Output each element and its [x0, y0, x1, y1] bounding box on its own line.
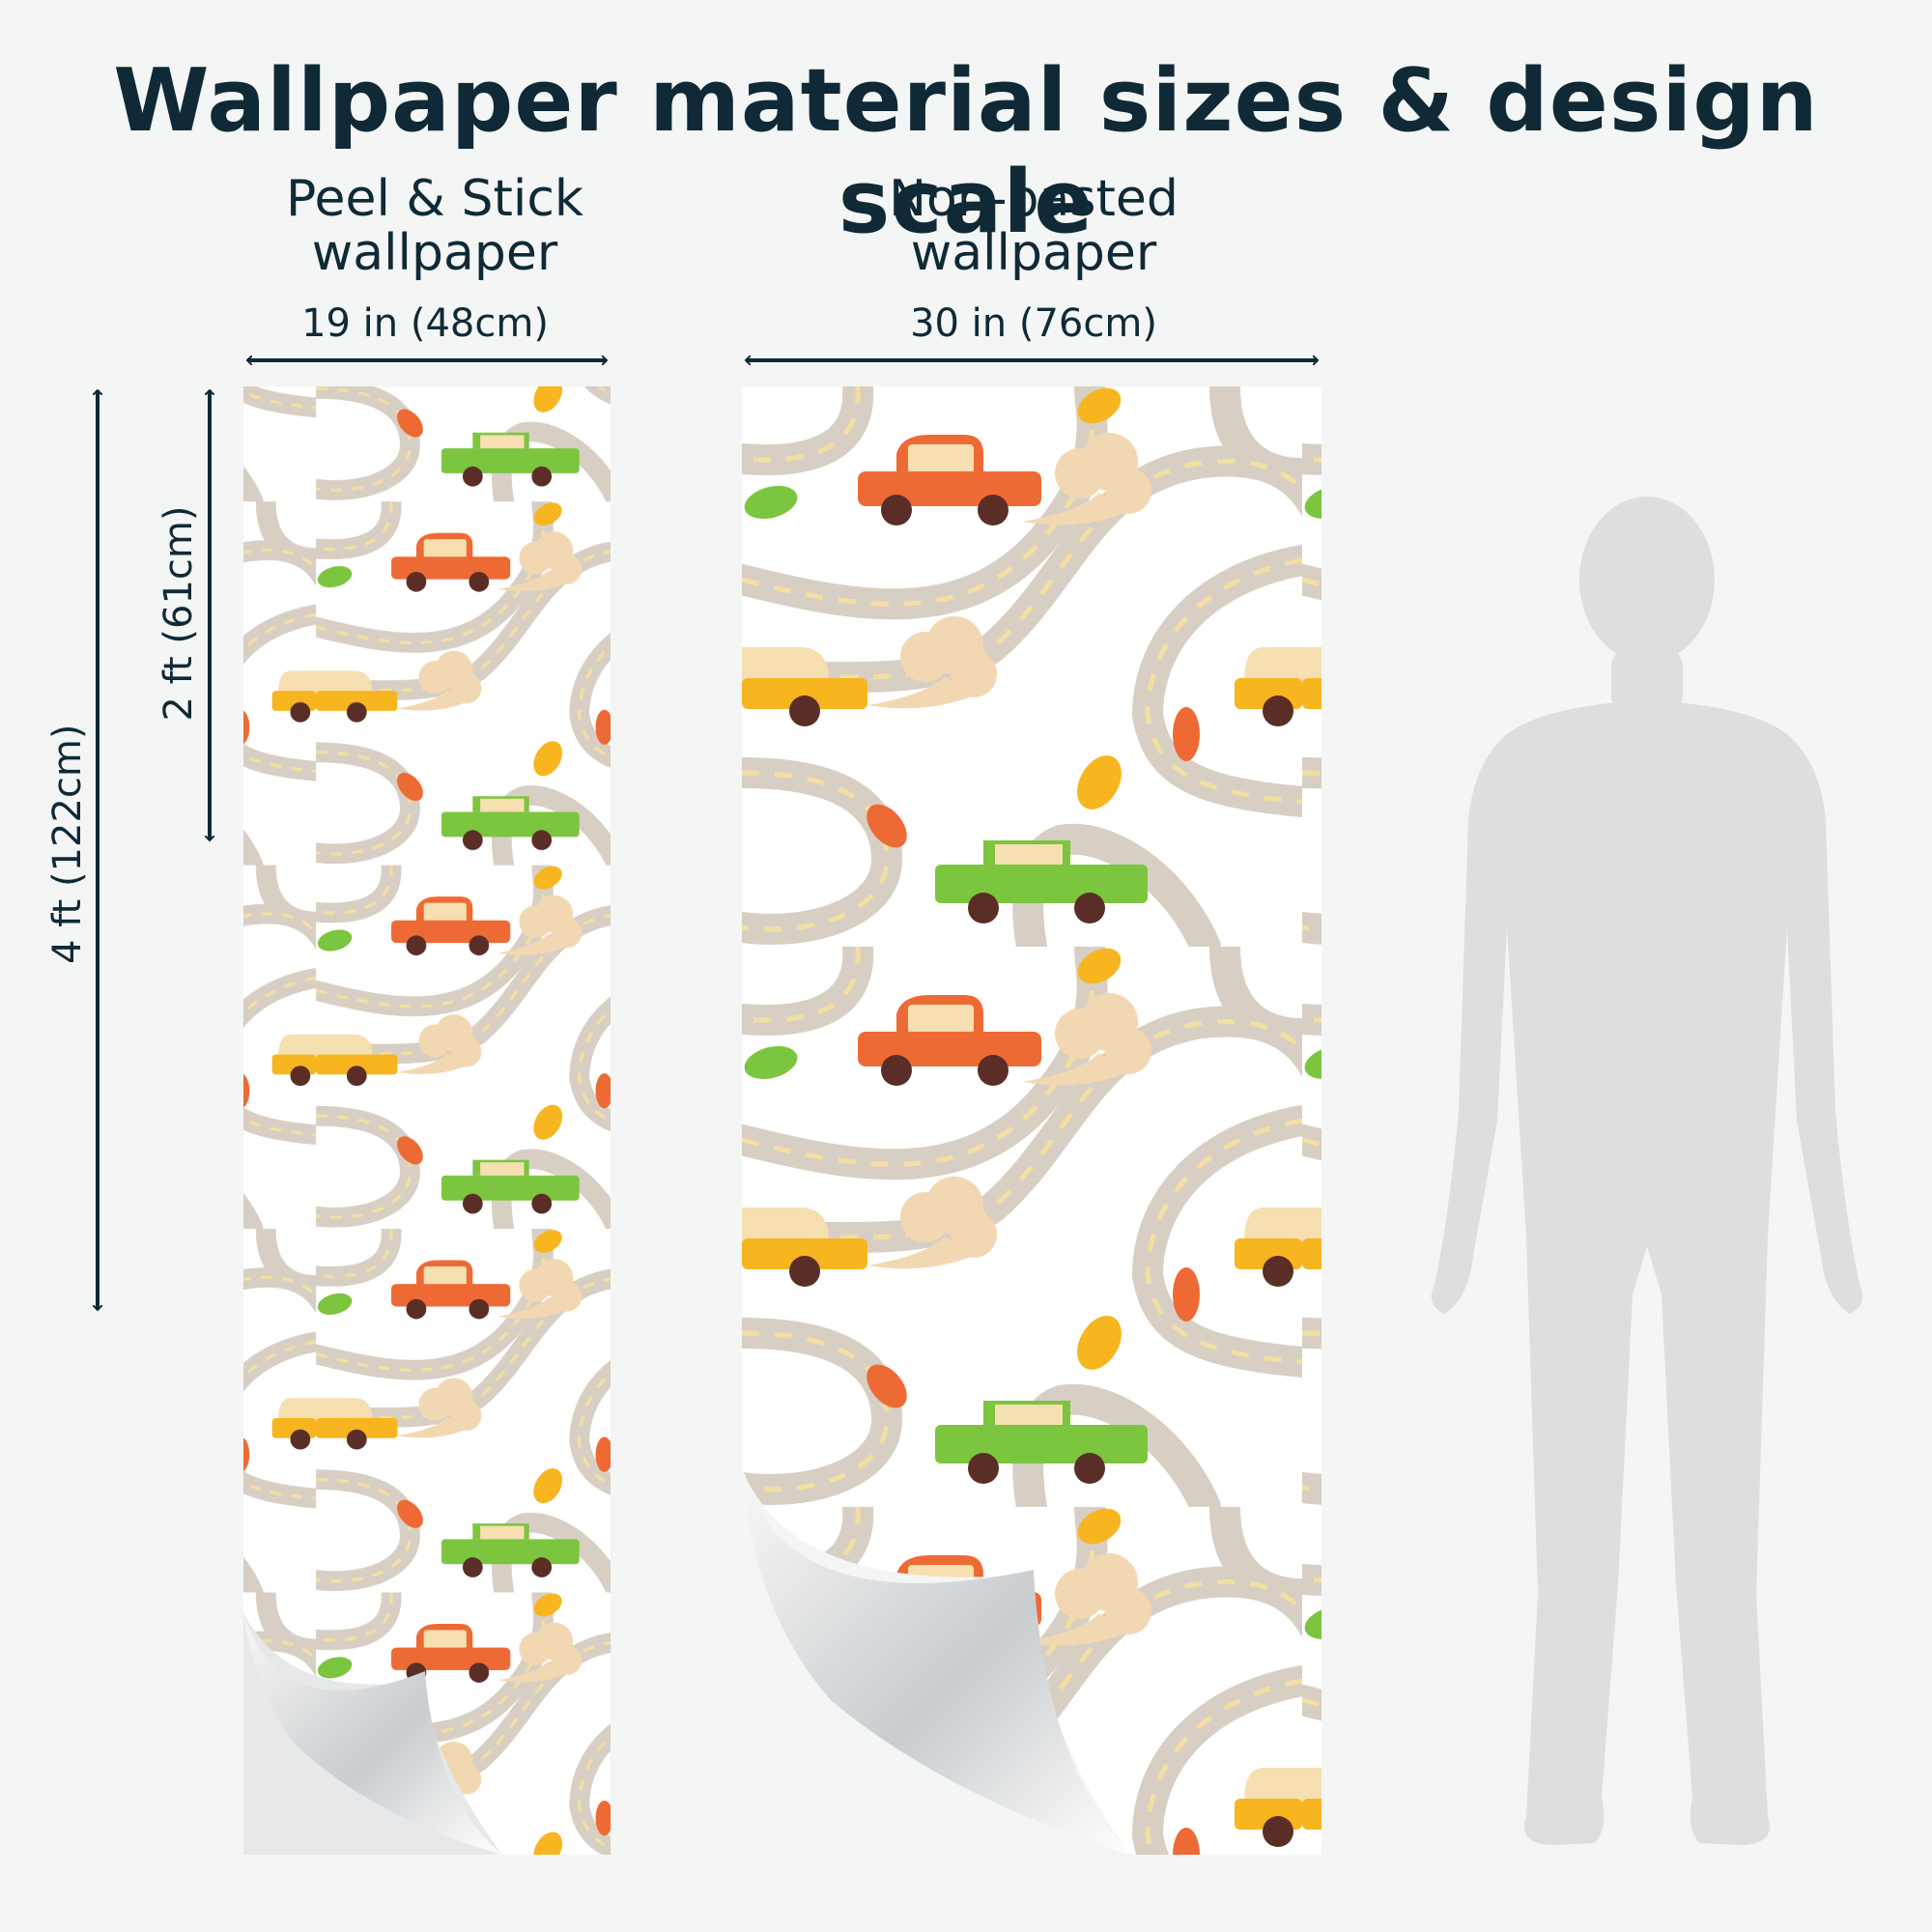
peel-stick-label-line2: wallpaper — [311, 224, 558, 282]
page-title: Wallpaper material sizes & design scale — [113, 50, 1819, 253]
peel-stick-label: Peel & Stick wallpaper — [242, 172, 628, 280]
peel-width-label: 19 in (48cm) — [301, 301, 549, 346]
nonpasted-width-label: 30 in (76cm) — [910, 301, 1157, 346]
non-pasted-label-line1: Non-pasted — [889, 170, 1179, 228]
peel-stick-label-line1: Peel & Stick — [285, 170, 584, 228]
human-silhouette — [1431, 497, 1863, 1845]
non-pasted-label: Non-pasted wallpaper — [840, 172, 1227, 280]
non-pasted-label-line2: wallpaper — [910, 224, 1157, 282]
peel-stick-panel — [243, 386, 611, 1855]
non-pasted-panel — [742, 386, 1321, 1855]
